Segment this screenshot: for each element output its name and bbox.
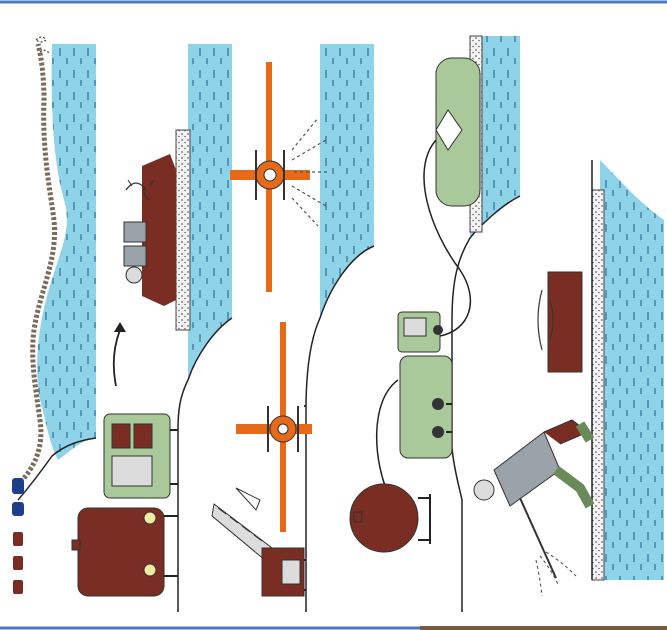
truck-icon [397, 311, 453, 459]
ground-line [177, 317, 233, 612]
boat-icon [435, 57, 481, 207]
tank-icon [349, 483, 431, 553]
ground-line [305, 245, 375, 612]
spray-pattern [291, 117, 330, 227]
arrow-head [114, 322, 126, 332]
boat-icon [537, 271, 583, 373]
water-waves [320, 44, 374, 318]
barrel-icon [12, 478, 24, 594]
ground-line [17, 437, 97, 501]
water-waves [188, 44, 232, 380]
airplane-icon [236, 322, 312, 532]
spray-pattern [535, 551, 577, 597]
flow-arrow [112, 329, 121, 387]
water-waves [600, 160, 664, 580]
oiled-shoreline [22, 43, 58, 480]
airplane-icon [230, 62, 310, 292]
pump-icon [103, 413, 178, 499]
boom-barrier [591, 189, 605, 581]
suction-hose [423, 139, 471, 337]
ground-line [451, 195, 521, 612]
worker-icon [473, 419, 595, 579]
boom-barrier [175, 129, 191, 331]
water-waves [37, 44, 96, 460]
transfer-hose [376, 379, 399, 499]
tank-icon [71, 507, 178, 597]
truck-icon [211, 487, 306, 597]
boat-icon [123, 154, 176, 306]
panel-aerial-dispersant [211, 44, 375, 612]
panel-skimmer-recovery [71, 44, 233, 612]
panel-manual-cleanup [473, 160, 664, 597]
panel-shoreline-oiled [12, 36, 97, 594]
panel-vacuum-recovery [349, 35, 521, 612]
spray-marks [35, 36, 50, 54]
